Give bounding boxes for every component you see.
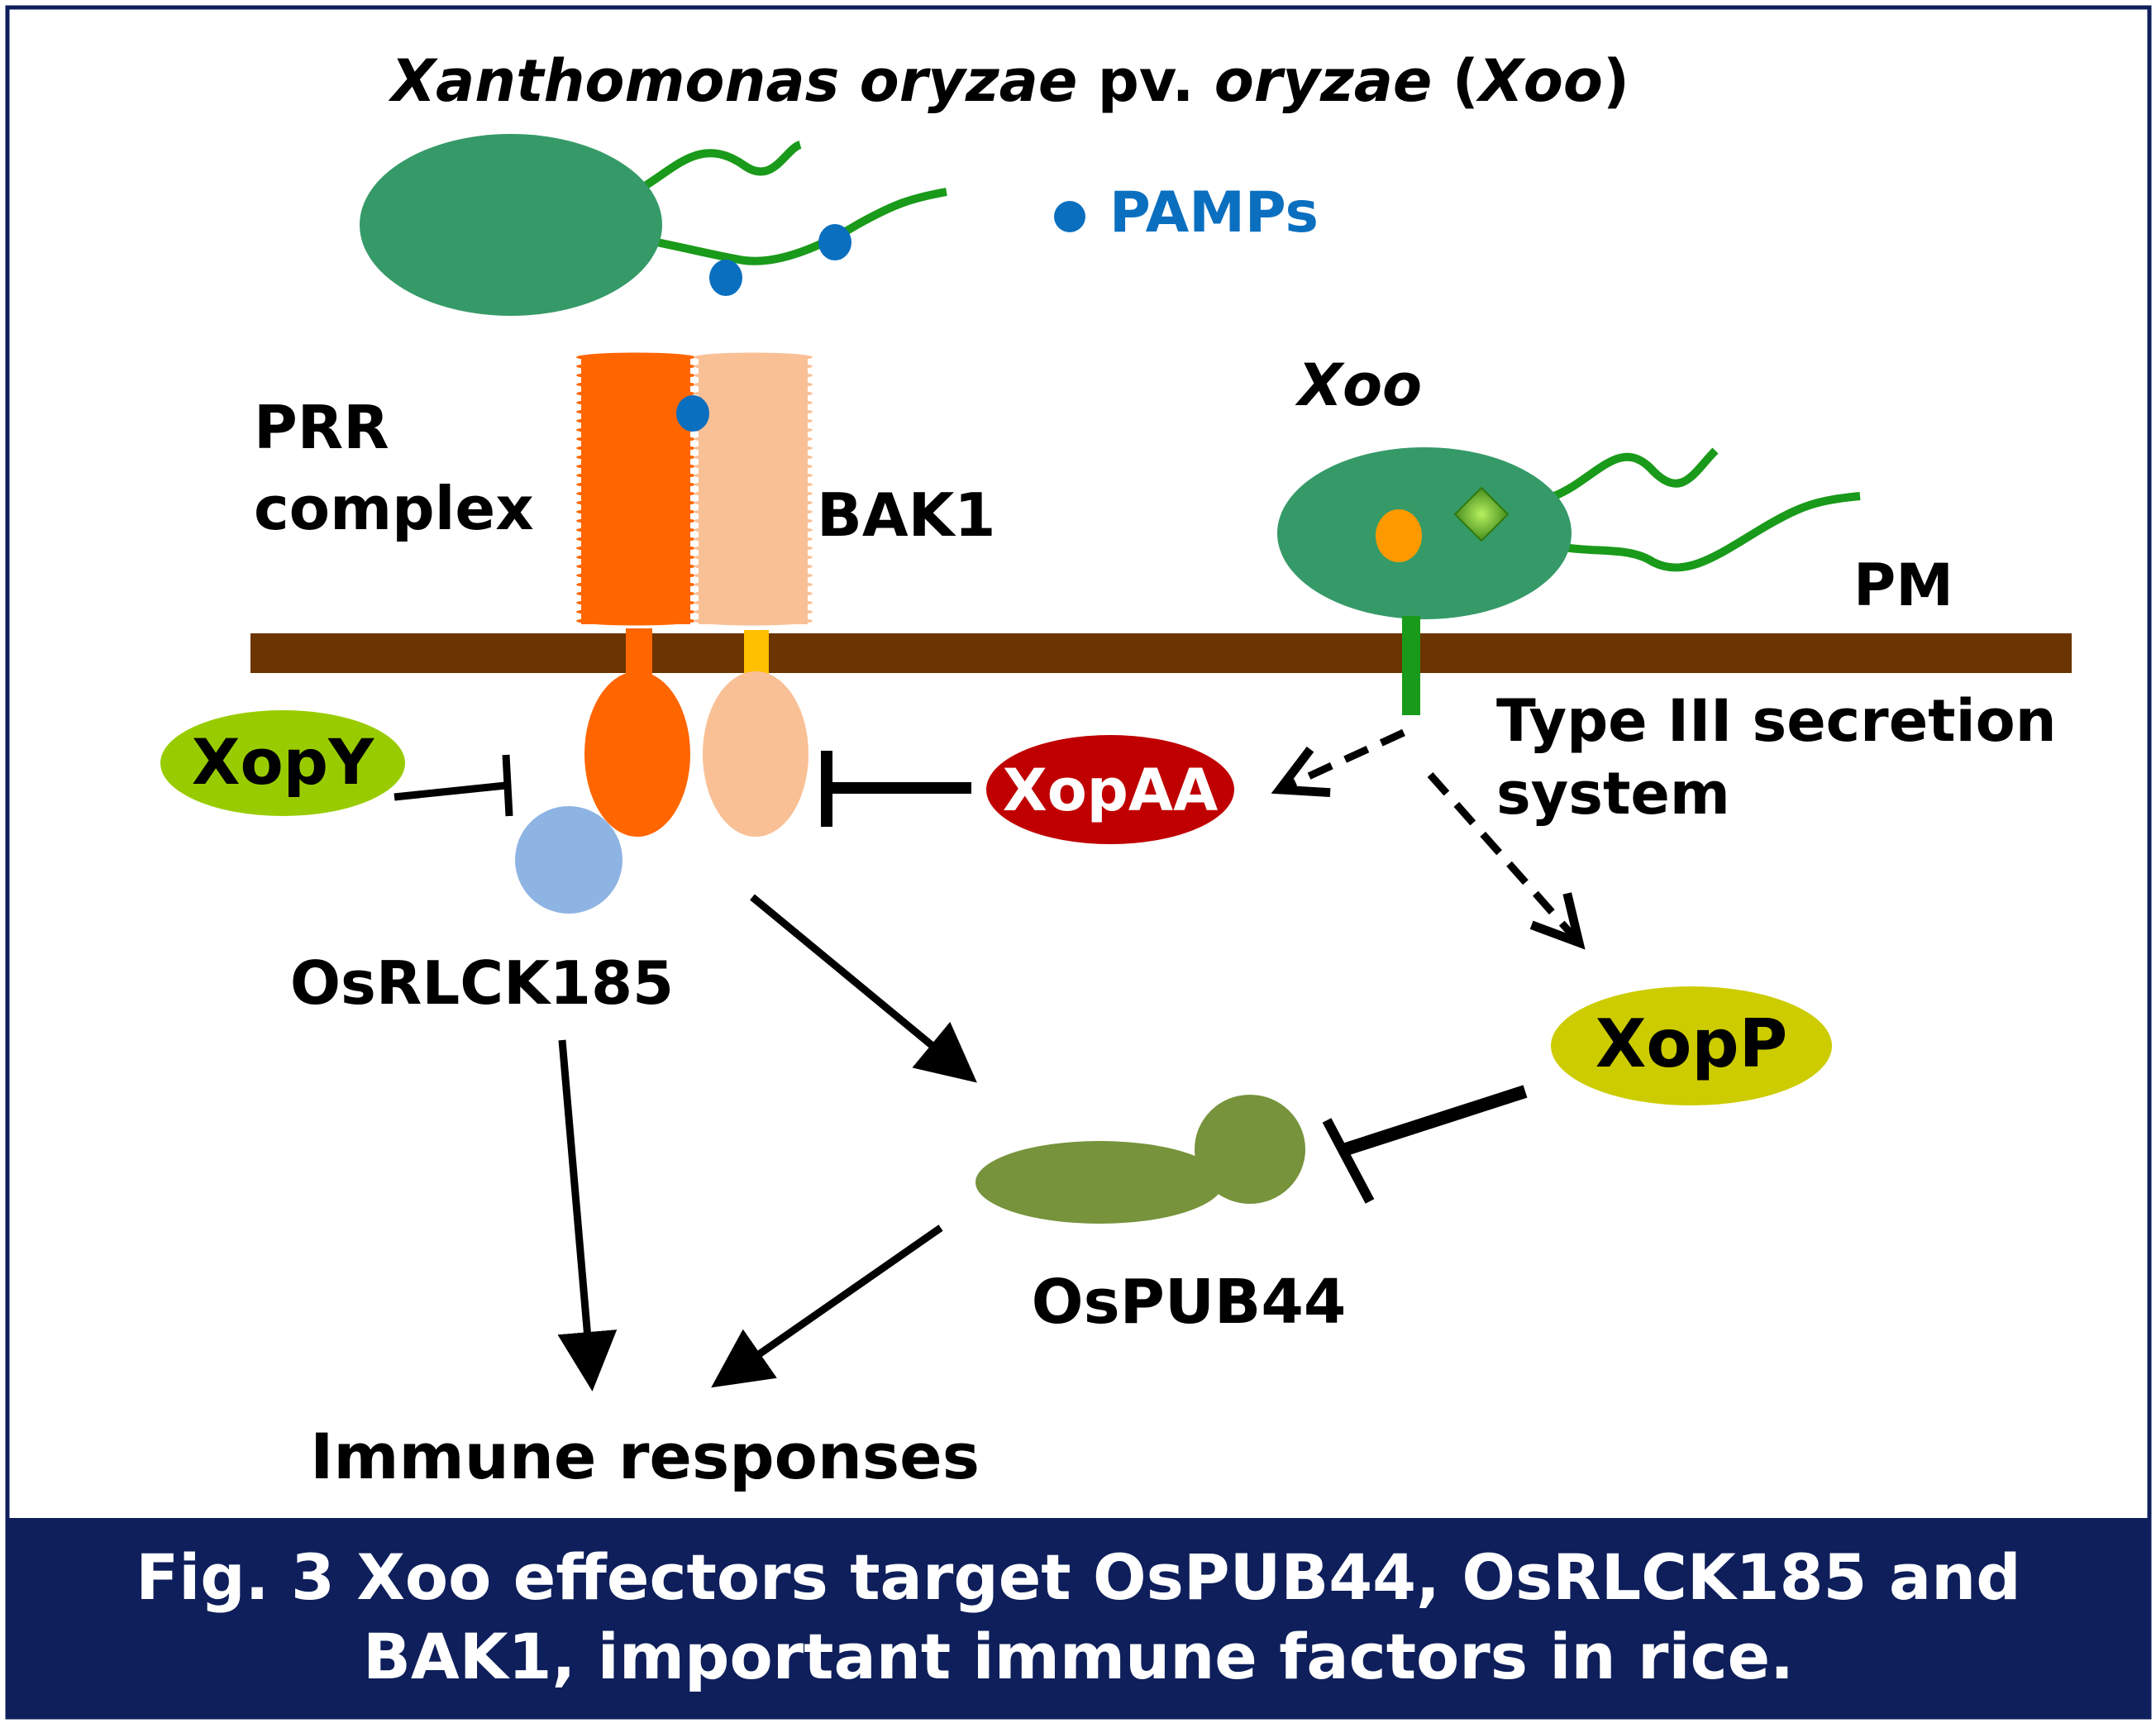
xoo-bacterium-right <box>1277 447 1861 619</box>
xopaa-inhibits-bak1 <box>821 751 971 827</box>
figure-border <box>5 5 2152 1720</box>
bak1-kinase-domain <box>703 671 808 837</box>
ospub44-label: OsPUB44 <box>1032 1267 1347 1338</box>
bound-pamp-dot <box>676 395 709 432</box>
arrow-osrlck185-to-immune <box>557 1039 618 1391</box>
xopp-label: XopP <box>1596 1005 1788 1082</box>
xoo-label: Xoo <box>1295 351 1422 419</box>
caption-line-1: Fig. 3 Xoo effectors target OsPUB44, OsR… <box>136 1540 2021 1614</box>
diagram-title: Xanthomonas oryzae pv. oryzae (Xoo) <box>388 47 1629 115</box>
bak1-ectodomain <box>694 352 813 626</box>
pamp-dot <box>818 224 851 260</box>
bak1-transmembrane <box>744 630 769 678</box>
xopaa-label: XopAA <box>1003 757 1219 824</box>
osrlck185-label: OsRLCK185 <box>290 948 674 1018</box>
effector-oval <box>1376 509 1422 562</box>
t3ss-label-line1: Type III secretion <box>1496 687 2057 755</box>
bak1-label: BAK1 <box>817 480 996 550</box>
prr-transmembrane <box>626 628 652 680</box>
type-iii-secretion-needle <box>1402 616 1420 715</box>
prr-receptor-ectodomain <box>576 352 695 626</box>
immune-responses-label: Immune responses <box>310 1420 980 1493</box>
xopaa-effector <box>986 735 1234 844</box>
pamp-legend-dot <box>1054 201 1085 232</box>
osrlck185-protein <box>515 806 622 914</box>
plasma-membrane <box>250 633 2072 673</box>
flagellum <box>644 188 947 265</box>
bacterium-body <box>360 134 662 316</box>
secretion-arrow-to-xopaa <box>1271 728 1405 797</box>
prr-kinase-domain <box>584 671 690 837</box>
pamps-label: PAMPs <box>1109 180 1319 246</box>
bacterium-body <box>1277 447 1572 619</box>
flagellum <box>1553 447 1719 500</box>
arrow-receptor-to-ospub44 <box>750 894 977 1083</box>
effector-diamond <box>1453 486 1510 542</box>
xoo-bacterium-top <box>360 134 947 316</box>
xopp-inhibits-ospub44 <box>1322 1085 1528 1204</box>
xopy-label: XopY <box>192 725 374 799</box>
prr-label: PRR <box>254 393 389 462</box>
flagellum <box>642 141 803 190</box>
arrow-ospub44-to-immune <box>711 1224 943 1388</box>
xopy-effector <box>160 710 405 816</box>
pm-label: PM <box>1853 551 1953 619</box>
caption-line-2: BAK1, important immune factors in rice. <box>362 1620 1795 1693</box>
t3ss-label-line2: system <box>1496 760 1730 828</box>
xopy-inhibits-osrlck185 <box>394 754 513 817</box>
ospub44-protein <box>975 1095 1305 1224</box>
figure-caption: Fig. 3 Xoo effectors target OsPUB44, OsR… <box>7 1518 2149 1716</box>
complex-label: complex <box>254 474 534 543</box>
pamp-dot <box>709 260 742 296</box>
flagellum <box>1553 492 1861 572</box>
xopp-effector <box>1551 986 1832 1105</box>
